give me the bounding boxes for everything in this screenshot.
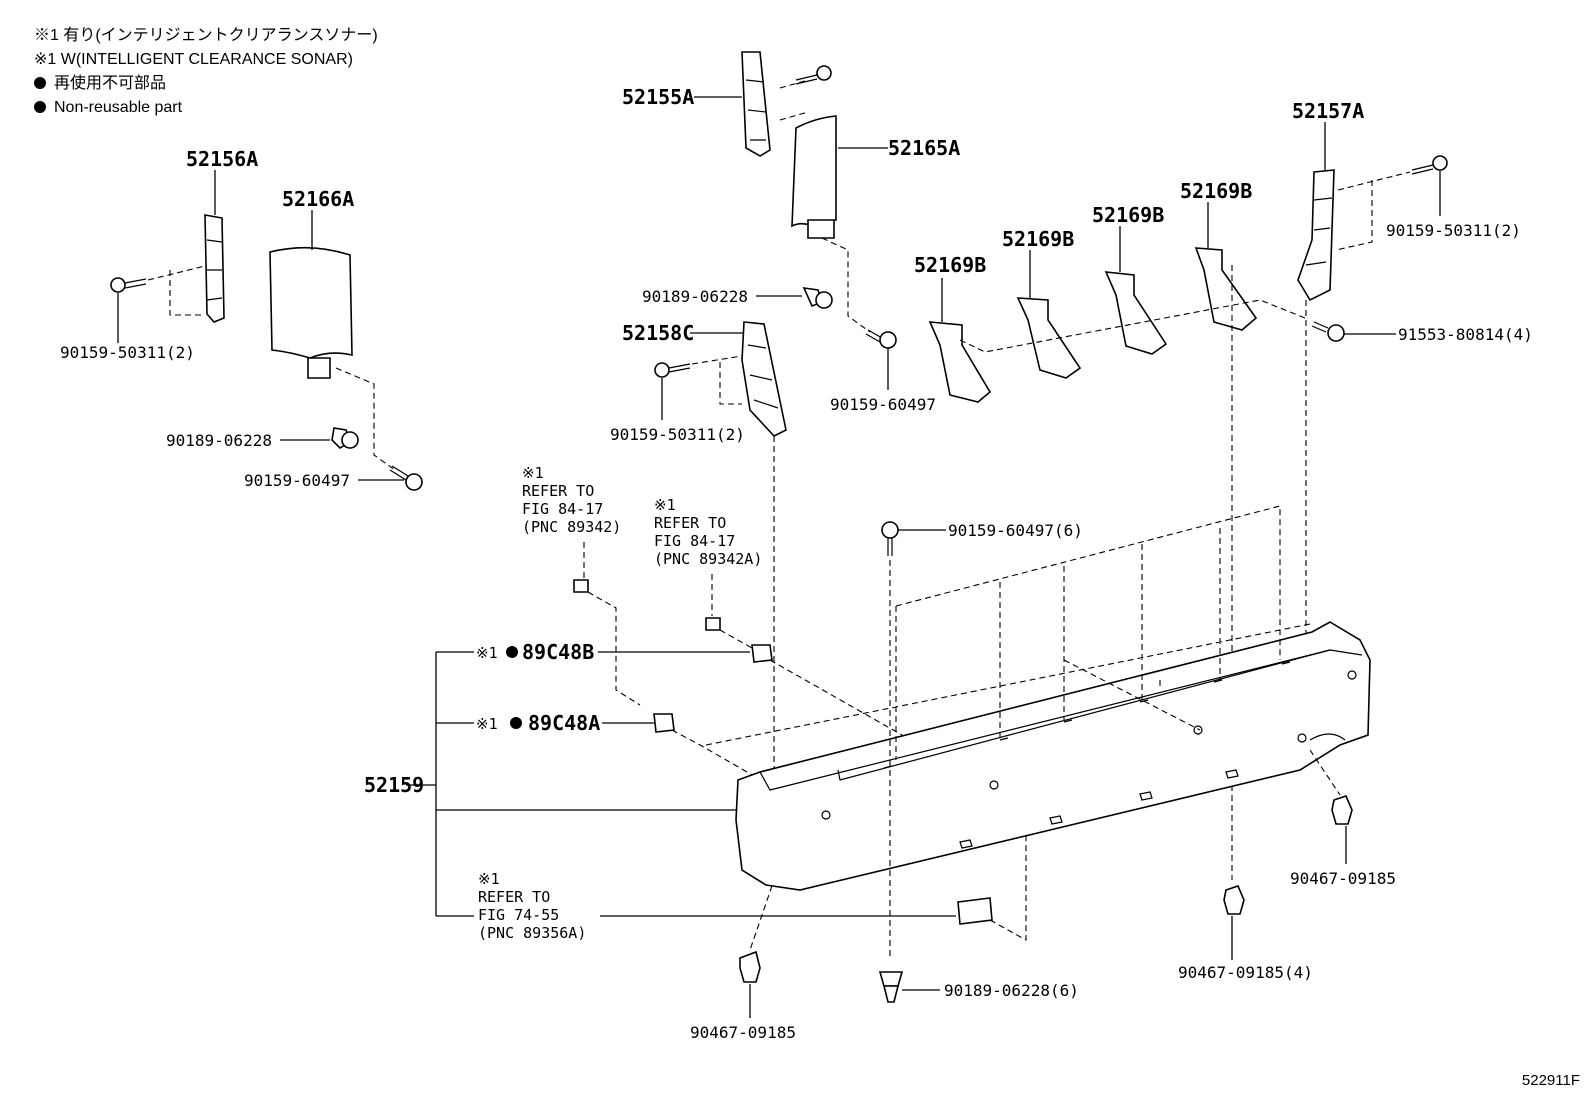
- bolt-90159-50311-mid[interactable]: [654, 362, 691, 378]
- dash-52166A: [335, 367, 396, 471]
- label-90159-60497-6: 90159-60497(6): [948, 521, 1083, 540]
- dash-52156A: [147, 265, 206, 316]
- label-90189-06228-mid: 90189-06228: [642, 287, 748, 306]
- legend-nonreusable-jp: 再使用不可部品: [34, 72, 378, 96]
- dash-89342: [583, 542, 641, 706]
- label-91553-80814: 91553-80814(4): [1398, 325, 1533, 344]
- bolt-90159-60497-mid[interactable]: [865, 329, 897, 349]
- legend-note-en: ※1 W(INTELLIGENT CLEARANCE SONAR): [34, 51, 353, 68]
- retainer-52156A[interactable]: [204, 214, 225, 323]
- ref1-line3: (PNC 89342): [522, 518, 621, 536]
- bracket-52169B-3[interactable]: [1104, 271, 1168, 355]
- bolt-52155A[interactable]: [795, 65, 832, 85]
- label-52166A: 52166A: [282, 187, 354, 211]
- ref2-mark: ※1: [654, 496, 676, 514]
- label-90159-50311-right: 90159-50311(2): [1386, 221, 1521, 240]
- label-52169B-1: 52169B: [914, 253, 986, 277]
- nonreusable-dot-icon: [506, 646, 518, 658]
- label-89C48A: 89C48A: [528, 711, 600, 735]
- legend-nonreusable-en: Non-reusable part: [34, 96, 378, 120]
- ref3-line1: REFER TO: [478, 888, 550, 906]
- dash-52165A: [821, 237, 871, 333]
- label-52157A: 52157A: [1292, 99, 1364, 123]
- label-52159: 52159: [364, 773, 424, 797]
- reference-note-2: ※1 REFER TO FIG 84-17 (PNC 89342A): [654, 496, 762, 568]
- bracket-52169B-1[interactable]: [928, 321, 992, 403]
- label-89C48B: 89C48B: [522, 640, 594, 664]
- bracket-52169B-2[interactable]: [1016, 297, 1082, 379]
- label-52169B-3: 52169B: [1092, 203, 1164, 227]
- ref3-line3: (PNC 89356A): [478, 924, 586, 942]
- label-90467-09185-4: 90467-09185(4): [1178, 963, 1313, 982]
- mark-89C48A: ※1: [476, 715, 498, 733]
- legend: ※1 有り(インテリジェントクリアランスソナー) ※1 W(INTELLIGEN…: [34, 24, 378, 120]
- clip-90467-09185-4[interactable]: [1223, 885, 1245, 915]
- diagram-id: 522911F: [1521, 1072, 1580, 1089]
- clip-90467-09185-bottom[interactable]: [739, 950, 761, 983]
- retainer-52157A[interactable]: [1297, 169, 1335, 302]
- clip-90467-09185-right[interactable]: [1331, 795, 1353, 825]
- dash-52158C: [691, 355, 743, 405]
- ref2-line3: (PNC 89342A): [654, 550, 762, 568]
- bracket-52169B-4[interactable]: [1194, 247, 1258, 331]
- cover-52166A[interactable]: [269, 246, 353, 379]
- retainer-89C48A[interactable]: [653, 713, 675, 733]
- retainer-52155A[interactable]: [741, 51, 771, 157]
- label-90159-50311-left: 90159-50311(2): [60, 343, 195, 362]
- label-52169B-4: 52169B: [1180, 179, 1252, 203]
- label-52158C: 52158C: [622, 321, 694, 345]
- mark-89C48B: ※1: [476, 644, 498, 662]
- ref3-mark: ※1: [478, 870, 500, 888]
- legend-nonreusable-en-text: Non-reusable part: [54, 99, 183, 116]
- label-52156A: 52156A: [186, 147, 258, 171]
- retainer-52158C[interactable]: [741, 321, 787, 437]
- label-90189-06228-left: 90189-06228: [166, 431, 272, 450]
- bolt-90159-60497-left[interactable]: [389, 465, 423, 491]
- ref1-line1: REFER TO: [522, 482, 594, 500]
- nonreusable-dot-icon: [34, 77, 46, 89]
- sensor-89342[interactable]: [573, 579, 589, 593]
- clip-90189-06228-mid[interactable]: [802, 287, 833, 309]
- label-90159-60497-left: 90159-60497: [244, 471, 350, 490]
- sensor-pad-89356A[interactable]: [957, 897, 993, 925]
- label-52155A: 52155A: [622, 85, 694, 109]
- label-90159-50311-mid: 90159-50311(2): [610, 425, 745, 444]
- label-90189-06228-6: 90189-06228(6): [944, 981, 1079, 1000]
- ref3-line2: FIG 74-55: [478, 906, 559, 924]
- ref2-line2: FIG 84-17: [654, 532, 735, 550]
- clip-90189-06228-left[interactable]: [331, 427, 359, 450]
- ref1-line2: FIG 84-17: [522, 500, 603, 518]
- nonreusable-dot-icon: [510, 717, 522, 729]
- label-90467-09185-bottom: 90467-09185: [690, 1023, 796, 1042]
- label-90467-09185-right: 90467-09185: [1290, 869, 1396, 888]
- dash-52155A: [779, 79, 809, 121]
- retainer-89C48B[interactable]: [751, 644, 773, 663]
- ref1-mark: ※1: [522, 464, 544, 482]
- label-52169B-2: 52169B: [1002, 227, 1074, 251]
- bolt-91553-80814[interactable]: [1311, 321, 1345, 342]
- label-90159-60497-mid: 90159-60497: [830, 395, 936, 414]
- clip-90189-06228-6[interactable]: [878, 971, 904, 1003]
- legend-nonreusable-jp-text: 再使用不可部品: [54, 75, 167, 92]
- ref2-line1: REFER TO: [654, 514, 726, 532]
- dash-brackets: [959, 299, 1306, 353]
- nonreusable-dot-icon: [34, 101, 46, 113]
- screw-90159-60497-6[interactable]: [881, 521, 899, 556]
- bumper-cover-52159[interactable]: [735, 621, 1371, 891]
- reference-note-3: ※1 REFER TO FIG 74-55 (PNC 89356A): [478, 870, 586, 942]
- bolt-90159-50311-right[interactable]: [1411, 155, 1448, 175]
- legend-note-jp: ※1 有り(インテリジェントクリアランスソナー): [34, 27, 378, 44]
- reference-note-1: ※1 REFER TO FIG 84-17 (PNC 89342): [522, 464, 621, 536]
- dash-clip-right: [1309, 749, 1341, 796]
- bolt-90159-50311-left[interactable]: [110, 277, 147, 293]
- cover-52165A[interactable]: [791, 115, 837, 239]
- sensor-89342A[interactable]: [705, 617, 721, 631]
- label-52165A: 52165A: [888, 136, 960, 160]
- dash-89342A: [711, 574, 753, 649]
- dash-52157A: [1335, 171, 1411, 251]
- dash-bumper-clips: [1063, 659, 1201, 731]
